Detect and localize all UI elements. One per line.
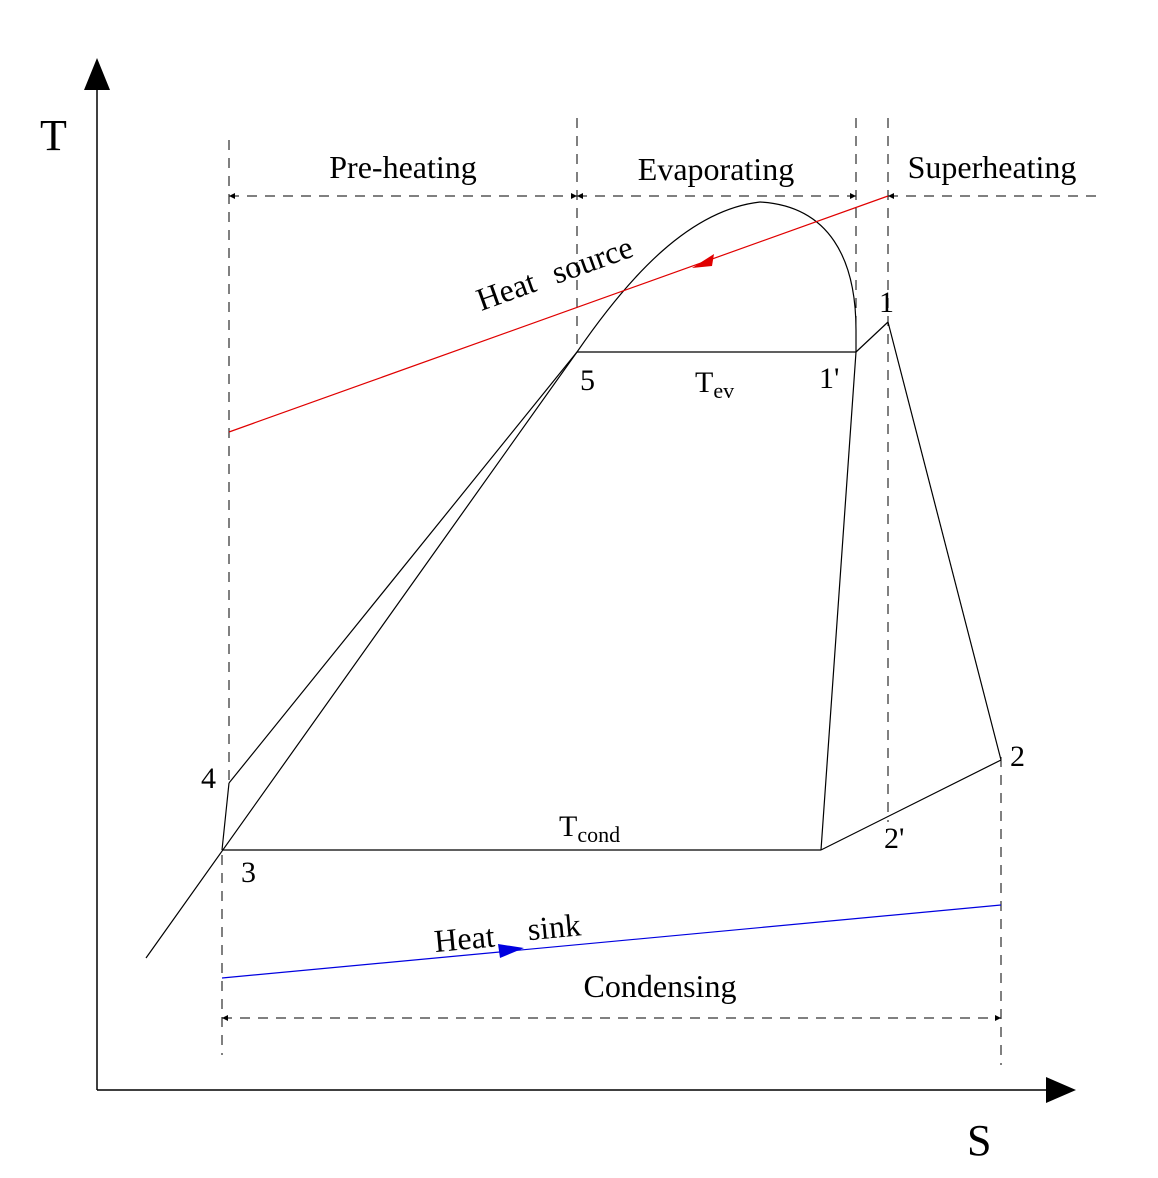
region-label-condensing: Condensing <box>584 968 737 1004</box>
region-boundaries <box>221 118 1002 1065</box>
point-label-1-prime: 1' <box>819 362 839 395</box>
temperature-labels: Tev Tcond <box>559 366 734 847</box>
t-ev-sub: ev <box>713 378 734 403</box>
expansion-line <box>887 321 1002 761</box>
t-axis-arrowhead <box>84 58 110 90</box>
point-label-4: 4 <box>201 762 216 795</box>
heat-source-label-word2: source <box>547 229 638 291</box>
heat-source-arrow-icon <box>692 254 714 268</box>
top-dimension: Pre-heating Evaporating Superheating <box>229 149 1098 199</box>
superheat-line <box>855 321 889 353</box>
pump-line <box>221 782 230 851</box>
bottom-dimension: Condensing <box>222 968 1001 1021</box>
heat-source-label-word1: Heat <box>471 263 540 317</box>
saturated-liquid-line <box>145 201 761 959</box>
region-label-evaporating: Evaporating <box>638 151 794 187</box>
point-label-5: 5 <box>580 364 595 397</box>
point-label-2: 2 <box>1010 740 1025 773</box>
preheat-line <box>228 351 578 784</box>
heat-sink-label-word2: sink <box>526 906 582 947</box>
t-cond-label: Tcond <box>559 810 620 847</box>
point-labels: 1 1' 2 2' 3 4 5 <box>201 286 1025 889</box>
s-axis-label: S <box>967 1116 991 1165</box>
t-cond-sub: cond <box>577 822 620 847</box>
t-axis-label: T <box>40 111 67 160</box>
heat-source-stream: Heat source <box>228 195 889 433</box>
heat-sink-label-word1: Heat <box>433 918 497 960</box>
heat-sink-line <box>221 904 1002 979</box>
region-label-preheating: Pre-heating <box>329 149 477 185</box>
heat-source-line <box>228 195 889 433</box>
heat-sink-arrow-icon <box>498 944 524 958</box>
point-label-2-prime: 2' <box>884 822 904 855</box>
axes: T S <box>40 58 1076 1165</box>
t-ev-label: Tev <box>695 366 734 403</box>
desuperheat-line <box>820 759 1002 851</box>
point-label-3: 3 <box>241 856 256 889</box>
point-label-1: 1 <box>879 286 894 319</box>
t-ev-main: T <box>695 366 713 399</box>
heat-sink-stream: Heat sink <box>221 904 1002 979</box>
cycle <box>145 201 1002 959</box>
t-cond-main: T <box>559 810 577 843</box>
saturated-vapor-line <box>759 201 857 851</box>
region-label-superheating: Superheating <box>908 149 1077 185</box>
s-axis-arrowhead <box>1046 1077 1076 1103</box>
